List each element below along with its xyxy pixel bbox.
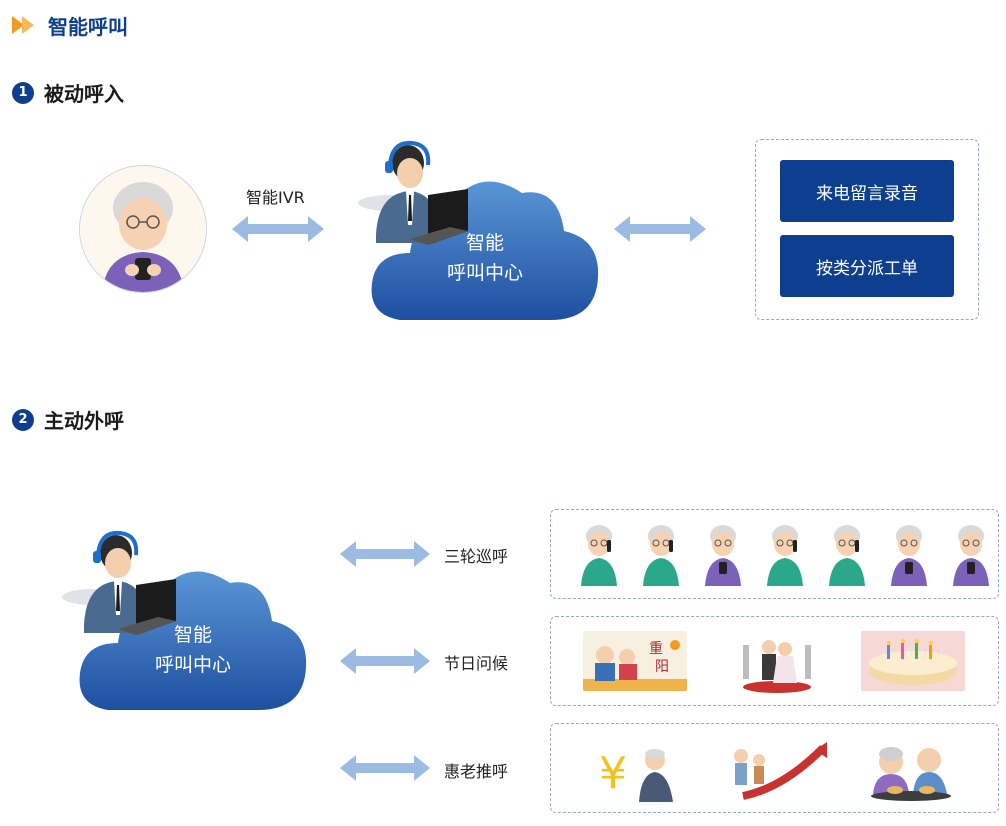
birthday-cake-image xyxy=(861,631,965,691)
action-label: 来电留言录音 xyxy=(816,183,918,204)
svg-text:阳: 阳 xyxy=(655,659,669,675)
festival-greeting-panel: 重 阳 xyxy=(550,616,999,706)
elder-man-icon xyxy=(829,525,865,586)
elder-woman-icon xyxy=(891,525,927,586)
call-center-cloud-2 xyxy=(62,530,307,710)
action-voicemail-button[interactable]: 来电留言录音 xyxy=(780,160,954,222)
ivr-label: 智能IVR xyxy=(246,188,305,207)
double-arrow-channel-3 xyxy=(340,755,430,781)
cloud-label-line1: 智能 xyxy=(173,624,212,646)
agent-headset-icon xyxy=(84,530,146,633)
elder-caller-avatar xyxy=(79,165,207,293)
double-arrow-channel-1 xyxy=(340,541,430,567)
section-2-heading: 2 主动外呼 xyxy=(12,405,124,434)
section-title: 主动外呼 xyxy=(44,409,124,433)
agent-headset-icon xyxy=(376,140,438,243)
action-label: 按类分派工单 xyxy=(816,258,918,279)
channel-label: 节日问候 xyxy=(444,654,509,673)
cloud-label-line2: 呼叫中心 xyxy=(446,262,523,284)
patrol-call-panel xyxy=(550,509,999,599)
elder-woman-icon xyxy=(705,525,741,586)
double-arrow-actions xyxy=(614,216,706,242)
cloud-label-line2: 呼叫中心 xyxy=(154,654,231,676)
laptop-icon xyxy=(118,579,176,635)
rising-chart-elder-image xyxy=(723,738,835,802)
laptop-icon xyxy=(410,189,468,245)
action-ticket-button[interactable]: 按类分派工单 xyxy=(780,235,954,297)
elder-couple-image xyxy=(737,631,817,693)
double-ninth-festival-image: 重 阳 xyxy=(583,631,687,691)
elder-man-icon xyxy=(643,525,679,586)
section-number-badge: 1 xyxy=(12,81,34,104)
double-arrow-icon xyxy=(12,16,34,34)
money-elder-image: ¥ xyxy=(595,740,679,802)
welfare-push-panel: ¥ xyxy=(550,723,999,813)
section-1-heading: 1 被动呼入 xyxy=(12,78,124,107)
section-title: 被动呼入 xyxy=(44,82,124,106)
svg-text:¥: ¥ xyxy=(599,748,627,799)
double-arrow-ivr xyxy=(232,216,324,242)
double-arrow-channel-2 xyxy=(340,648,430,674)
call-center-cloud xyxy=(358,140,599,320)
cloud-label-line1: 智能 xyxy=(465,232,504,254)
elders-eating-image xyxy=(865,738,957,802)
page-title: 智能呼叫 xyxy=(48,14,128,39)
header: 智能呼叫 xyxy=(12,10,128,40)
channel-label: 三轮巡呼 xyxy=(444,547,509,566)
elder-woman-icon xyxy=(953,525,989,586)
elder-woman-phone-icon xyxy=(80,166,206,292)
elder-row xyxy=(577,522,994,586)
cloud-label: 智能 呼叫中心 xyxy=(430,228,540,288)
elder-man-icon xyxy=(767,525,803,586)
section-number-badge: 2 xyxy=(12,408,34,431)
cloud-label-2: 智能 呼叫中心 xyxy=(138,620,248,680)
svg-text:重: 重 xyxy=(649,641,663,657)
actions-panel: 来电留言录音 按类分派工单 xyxy=(755,139,979,320)
channel-label: 惠老推呼 xyxy=(444,762,509,781)
elder-man-icon xyxy=(581,525,617,586)
